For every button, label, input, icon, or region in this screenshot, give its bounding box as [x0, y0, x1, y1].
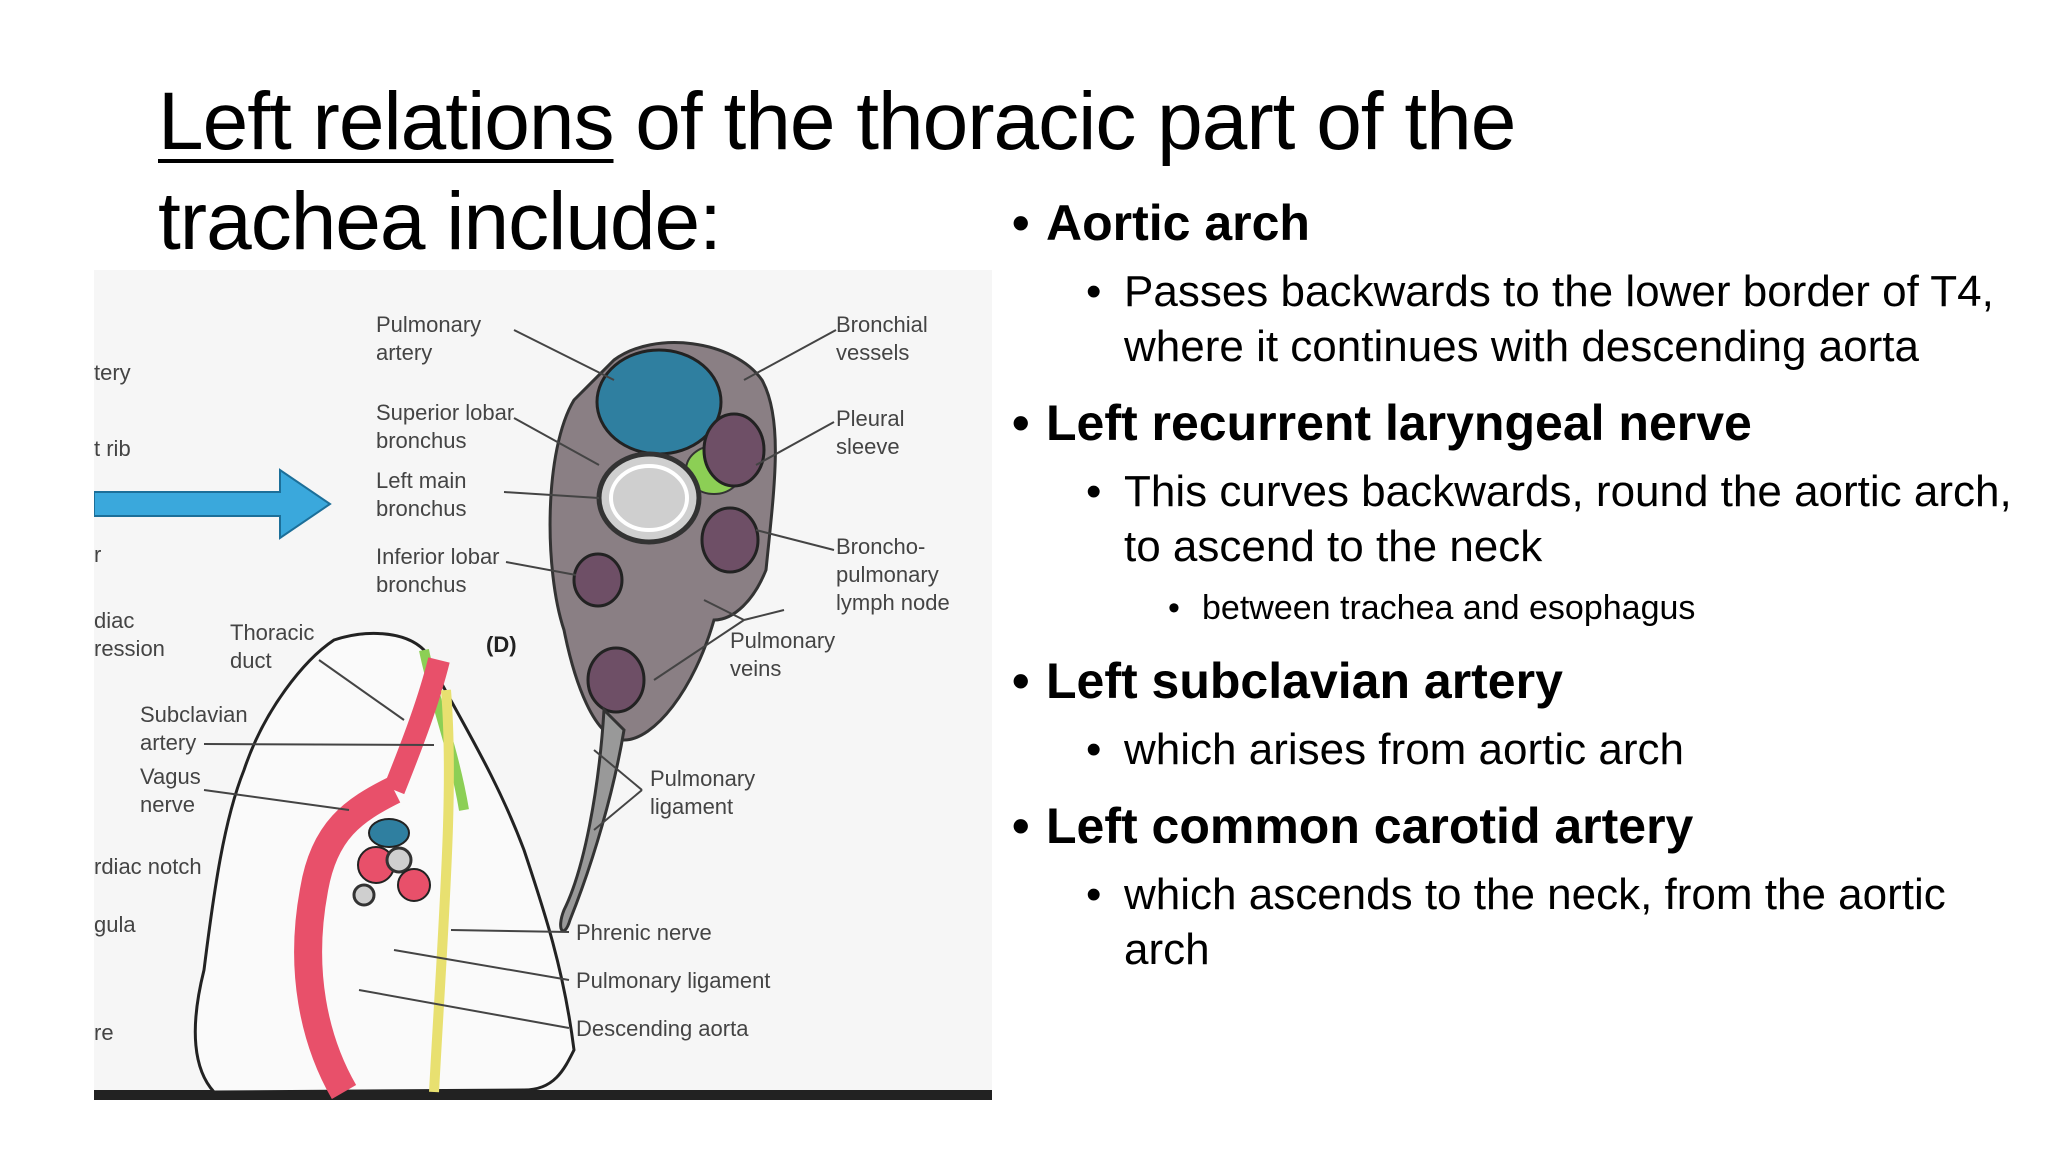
- vein-shape: [702, 412, 766, 488]
- hilum-specimen: [548, 341, 777, 933]
- edge-label: re: [94, 1020, 114, 1045]
- left-lung-outline: [193, 631, 576, 1099]
- label-phrenic-nerve: Phrenic nerve: [576, 920, 712, 945]
- detail-left-recurrent-laryngeal-nerve: This curves backwards, round the aortic …: [1000, 464, 2020, 574]
- bullet-left-recurrent-laryngeal-nerve: Left recurrent laryngeal nerve: [1000, 392, 2020, 454]
- bullet-list: Aortic arch Passes backwards to the lowe…: [1000, 192, 2020, 977]
- bullet-left-common-carotid-artery: Left common carotid artery: [1000, 795, 2020, 857]
- edge-label: t rib: [94, 436, 131, 461]
- vein-shape: [586, 646, 646, 714]
- vein-shape: [572, 552, 624, 608]
- edge-label: ression: [94, 636, 165, 661]
- detail-left-common-carotid-artery: which ascends to the neck, from the aort…: [1000, 867, 2020, 977]
- label-pulmonary-ligament-lower: Pulmonary ligament: [576, 968, 770, 993]
- bullet-aortic-arch: Aortic arch: [1000, 192, 2020, 254]
- detail-left-subclavian-artery: which arises from aortic arch: [1000, 722, 2020, 777]
- edge-label: r: [94, 542, 101, 567]
- edge-label: gula: [94, 912, 136, 937]
- edge-label: rdiac notch: [94, 854, 202, 879]
- slide-title: Left relations of the thoracic part of t…: [158, 72, 1718, 272]
- title-rest: of the thoracic part of the trachea incl…: [158, 76, 1516, 267]
- pulmonary-artery-shape: [595, 348, 723, 456]
- edge-label: tery: [94, 360, 131, 385]
- bullet-left-subclavian-artery: Left subclavian artery: [1000, 650, 2020, 712]
- title-underlined: Left relations: [158, 76, 614, 167]
- detail-aortic-arch: Passes backwards to the lower border of …: [1000, 264, 2020, 374]
- edge-label: diac: [94, 608, 134, 633]
- label-descending-aorta: Descending aorta: [576, 1016, 749, 1041]
- pointer-arrow-icon: [94, 468, 332, 540]
- label-panel-letter: (D): [486, 632, 517, 657]
- vein-shape: [700, 506, 760, 574]
- subdetail-left-recurrent-laryngeal-nerve: between trachea and esophagus: [1000, 584, 2020, 632]
